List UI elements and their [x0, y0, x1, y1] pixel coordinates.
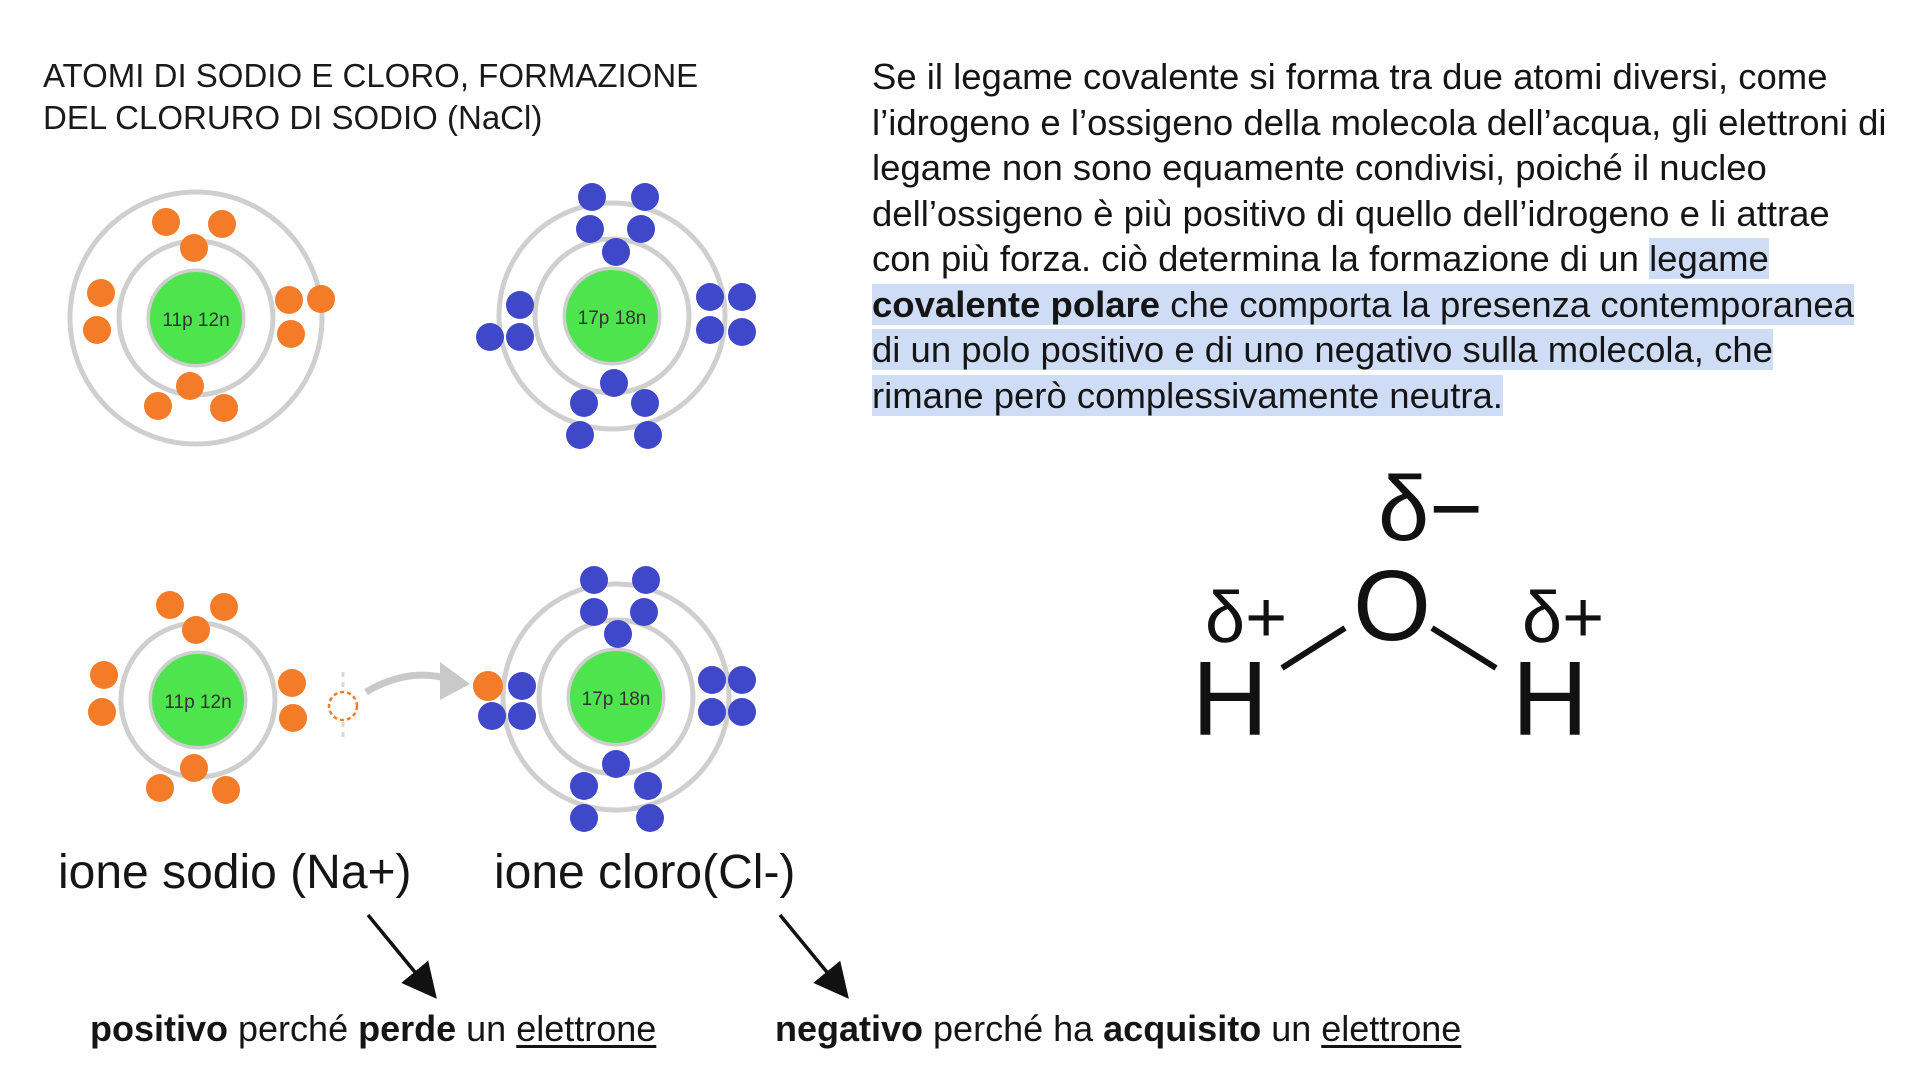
- sodium-ion-nucleus-label: 11p 12n: [164, 692, 231, 713]
- bond-left: [1280, 625, 1347, 671]
- sodium-nucleus: [150, 272, 242, 364]
- paragraph-text: Se il legame covalente si forma tra due …: [872, 56, 1887, 279]
- lost-electron-icon: [327, 690, 359, 722]
- explanation-paragraph: Se il legame covalente si forma tra due …: [872, 54, 1892, 418]
- transfer-arrow-shaft: [364, 671, 454, 696]
- chlorine-ion-nucleus-label: 17p 18n: [582, 689, 651, 710]
- transfer-arrow-head-icon: [440, 662, 470, 700]
- sodium-explanation: positivo perché perde un elettrone: [90, 1008, 657, 1049]
- sodium-ion-nucleus: [152, 654, 244, 746]
- oxygen-atom: O: [1353, 550, 1431, 662]
- sodium-ion-label: ione sodio (Na+): [58, 846, 412, 899]
- delta-minus: δ−: [1378, 458, 1483, 560]
- delta-plus-left: δ+: [1205, 578, 1287, 658]
- chlorine-ion-nucleus: [570, 651, 662, 743]
- chlorine-explanation: negativo perché ha acquisito un elettron…: [775, 1008, 1462, 1049]
- bond-right: [1430, 625, 1498, 671]
- sodium-ion-electrons: [88, 591, 307, 804]
- chlorine-electrons: [476, 183, 756, 449]
- diagram-title: ATOMI DI SODIO E CLORO, FORMAZIONE DEL C…: [43, 55, 763, 139]
- gained-electron: [473, 671, 503, 701]
- delta-plus-right: δ+: [1522, 578, 1604, 658]
- title-line-2: DEL CLORURO DI SODIO (NaCl): [43, 99, 543, 136]
- highlight-covalente-polare: covalente polare: [872, 283, 1161, 325]
- sodium-atom: 11p 12n: [67, 189, 335, 447]
- water-molecule: O δ− H H δ+ δ+: [1192, 458, 1604, 758]
- chlorine-ion-label: ione cloro(Cl-): [494, 846, 796, 899]
- hydrogen-left: H: [1192, 640, 1269, 758]
- chlorine-atom: 17p 18n: [476, 183, 756, 449]
- chlorine-nucleus-label: 17p 18n: [578, 308, 647, 329]
- sodium-ion: 11p 12n: [88, 591, 470, 804]
- sodium-nucleus-label: 11p 12n: [162, 310, 229, 331]
- chlorine-ion-electrons: [478, 566, 756, 832]
- hydrogen-right: H: [1512, 640, 1589, 758]
- chlorine-nucleus: [566, 270, 658, 362]
- title-line-1: ATOMI DI SODIO E CLORO, FORMAZIONE: [43, 57, 699, 94]
- chlorine-ion: 17p 18n: [473, 566, 756, 832]
- sodium-electrons: [83, 208, 335, 422]
- highlight-legame: legame: [1649, 238, 1769, 279]
- sodium-explanation-arrow: [366, 913, 437, 999]
- chlorine-explanation-arrow: [778, 913, 849, 999]
